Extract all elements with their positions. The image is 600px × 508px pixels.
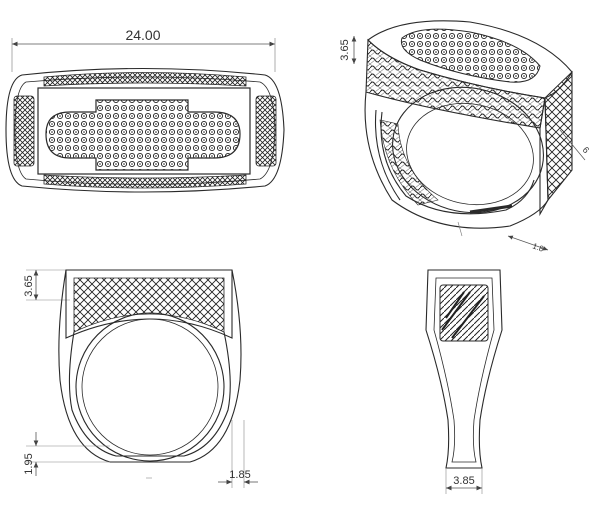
front-bottom-dimensions: 1.95 1.85 xyxy=(23,420,258,488)
front-bottom-width-label: 1.85 xyxy=(229,469,250,481)
side-view-engraved-panel xyxy=(439,284,489,342)
side-view: 3.85 xyxy=(425,269,503,494)
iso-height-dimension: 3.65 xyxy=(339,36,357,64)
iso-shank xyxy=(364,91,549,229)
side-bottom-width-label: 3.85 xyxy=(453,475,474,487)
front-bottom-height-label: 1.95 xyxy=(23,453,35,474)
iso-height-label: 3.65 xyxy=(339,39,351,60)
top-width-label: 24.00 xyxy=(125,27,160,43)
iso-depth-dimensions: 6 1.8 xyxy=(457,129,591,254)
front-view-finger-hole xyxy=(75,312,225,462)
front-view: 3.65 1.95 1.85 xyxy=(23,269,258,488)
top-view: 24.00 xyxy=(5,27,285,193)
top-width-dimension: 24.00 xyxy=(11,27,276,72)
top-view-outline xyxy=(5,67,285,193)
front-height-dimension: 3.65 xyxy=(23,269,70,301)
iso-depth-label-b: 1.8 xyxy=(531,241,545,253)
iso-depth-label-a: 6 xyxy=(580,145,591,155)
isometric-view: 3.65 6 1.8 xyxy=(339,20,591,254)
side-bottom-dimension: 3.85 xyxy=(445,468,483,494)
front-height-label: 3.65 xyxy=(23,275,35,296)
iso-pave-setting xyxy=(400,28,541,83)
front-view-shank-outer xyxy=(58,269,242,463)
top-view-pave-setting xyxy=(45,99,241,171)
